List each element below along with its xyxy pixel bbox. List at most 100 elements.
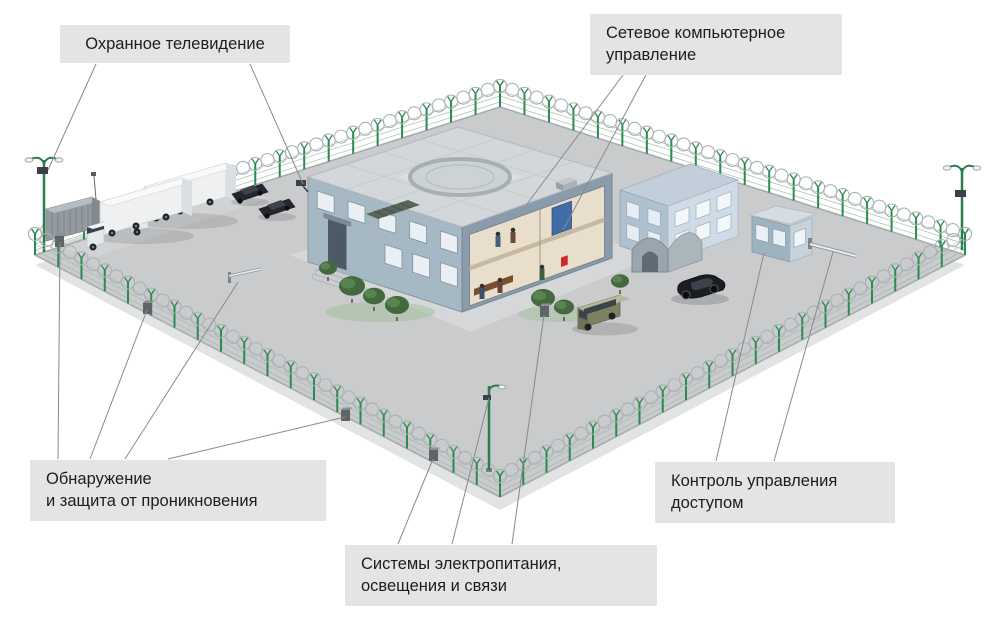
razor-wire-coil [896, 207, 911, 222]
fence-equipment-box [540, 303, 551, 306]
fence-equipment-box [341, 407, 352, 410]
razor-wire-coil [260, 152, 275, 168]
razor-wire-coil [888, 263, 903, 278]
razor-wire-coil [771, 323, 787, 338]
razor-wire-coil [86, 257, 101, 272]
fence-front-right [492, 226, 973, 498]
razor-wire-coil [667, 378, 682, 393]
razor-wire-coil [358, 121, 373, 136]
connector-line [562, 70, 649, 231]
razor-wire-coil [295, 366, 310, 381]
connector-lines [47, 63, 834, 545]
van [572, 294, 638, 336]
tree [340, 278, 356, 289]
tree [612, 275, 623, 283]
razor-wire-coil [353, 396, 368, 411]
window [647, 207, 661, 228]
razor-wire-coil [504, 462, 519, 478]
fence-equipment-box [540, 306, 549, 317]
cctv-camera-icon [296, 180, 306, 186]
fence-wire [499, 95, 966, 245]
person [510, 227, 516, 233]
razor-wire-coil [458, 450, 473, 465]
tree [386, 297, 400, 308]
razor-wire-coil [609, 408, 624, 423]
tree [364, 289, 377, 299]
window [316, 190, 335, 215]
razor-wire-coil [702, 360, 717, 375]
window [412, 252, 431, 279]
razor-wire-coil [132, 281, 147, 296]
connector-line [124, 281, 239, 460]
window [409, 220, 427, 245]
razor-wire-coil [446, 444, 461, 459]
razor-wire-coil [830, 293, 845, 308]
window [384, 243, 403, 270]
razor-wire-coil [179, 305, 194, 320]
roof-louvers [366, 200, 420, 219]
razor-wire-coil [516, 456, 531, 471]
razor-wire-coil [749, 160, 765, 175]
razor-wire-coil [923, 245, 938, 260]
razor-wire-coil [469, 456, 484, 471]
razor-wire-coil [652, 129, 667, 144]
floor-slab [469, 217, 605, 271]
razor-wire-coil [847, 191, 862, 206]
people [479, 227, 545, 299]
person [479, 288, 485, 299]
razor-wire-coil [946, 233, 961, 248]
razor-wire-coil [725, 347, 740, 363]
equipment-boxes [55, 233, 551, 461]
razor-wire-coil [774, 168, 789, 183]
razor-wire-coil [388, 414, 403, 429]
razor-wire-coil [798, 176, 813, 191]
fence-equipment-box [429, 447, 440, 450]
razor-wire-coil [376, 408, 391, 423]
razor-wire-coil [527, 450, 542, 465]
helipad-circle [408, 157, 512, 197]
razor-wire-coil [783, 317, 798, 332]
barrier-gate [808, 238, 857, 258]
right-light-pole [942, 164, 982, 250]
razor-wire-coil [823, 184, 838, 199]
razor-wire-coil [318, 378, 333, 393]
razor-wire-coil [690, 366, 705, 381]
razor-wire-coil [237, 335, 252, 350]
razor-wire-coil [492, 468, 508, 484]
window [695, 198, 711, 220]
callout-cctv-text: Охранное телевидение [85, 35, 265, 53]
razor-wire-coil [27, 226, 43, 242]
razor-wire-coil [627, 121, 642, 136]
tree [532, 290, 547, 301]
razor-wire-coil [411, 426, 426, 441]
entrance-door [328, 219, 347, 271]
connector-line [397, 458, 434, 545]
window [755, 223, 769, 244]
callout-power-text: освещения и связи [361, 577, 507, 596]
callout-intrusion-text: и защита от проникновения [46, 492, 258, 511]
razor-wire-coil [551, 438, 566, 453]
razor-wire-coil [225, 329, 240, 344]
razor-wire-coil [603, 114, 618, 129]
razor-wire-coil [620, 402, 635, 417]
street-lamp-icon [942, 165, 952, 171]
razor-wire-coil [864, 275, 880, 290]
person [479, 283, 485, 289]
main-building [296, 126, 614, 313]
window [674, 206, 690, 228]
razor-wire-coil [655, 384, 670, 399]
street-lamp-icon [498, 384, 506, 390]
connector-line [57, 241, 61, 460]
callout-network-text: управление [606, 46, 697, 65]
razor-wire-coil [309, 137, 324, 152]
sensor-icon [483, 395, 491, 400]
razor-wire-coil [434, 438, 449, 453]
callout-cctv: Охранное телевидение [60, 25, 290, 64]
person [539, 264, 545, 270]
window [440, 261, 458, 288]
razor-wire-coil [899, 257, 914, 272]
razor-wire-coil [505, 82, 520, 97]
razor-wire-coil [272, 353, 287, 369]
razor-wire-coil [213, 323, 229, 338]
